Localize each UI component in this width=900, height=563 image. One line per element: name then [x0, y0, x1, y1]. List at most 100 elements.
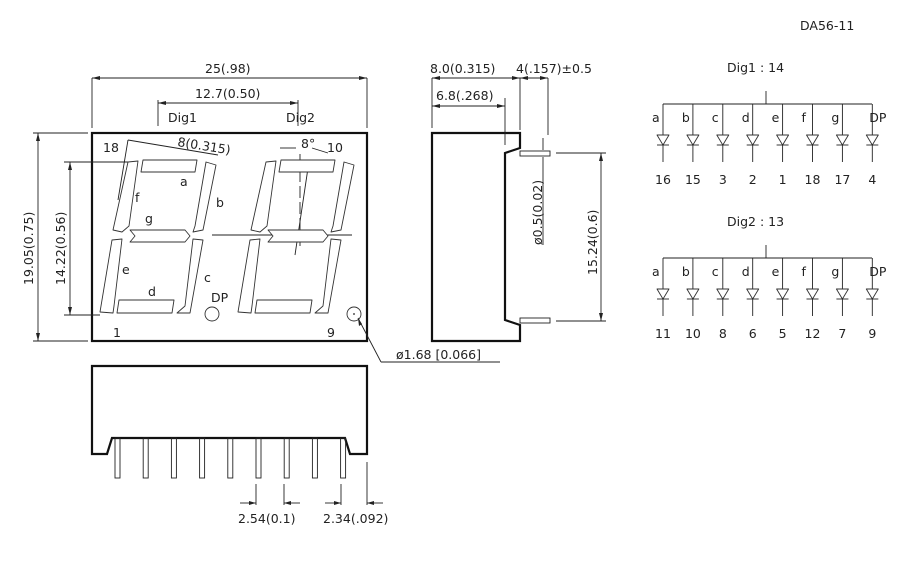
pin: [227, 437, 234, 479]
segment-label: b: [682, 264, 690, 279]
diode-branch-g: g7: [831, 258, 849, 341]
segment-label: d: [742, 110, 750, 125]
svg-text:f: f: [135, 190, 140, 205]
pin: [311, 437, 318, 479]
digit-1: [99, 159, 220, 322]
segment-d: [116, 299, 175, 314]
segment-label: d: [742, 264, 750, 279]
segment-e: [99, 238, 123, 314]
pin-number: 16: [655, 172, 671, 187]
segment-label: c: [712, 264, 719, 279]
display-body-front: [90, 131, 369, 343]
digit-2: [237, 159, 355, 314]
diode-branch-a: a 16: [652, 104, 671, 187]
diode-branch-e: e5: [772, 258, 790, 341]
svg-text:b: b: [216, 195, 224, 210]
segment-label: f: [802, 110, 807, 125]
body-depth-dimension: 6.8(.268): [432, 88, 506, 145]
svg-text:g: g: [145, 211, 153, 226]
depth-dimension: 8.0(0.315) 4(.157)±0.5: [430, 61, 592, 135]
diode-branch-e: e1: [772, 104, 790, 187]
svg-text:1: 1: [113, 325, 121, 340]
segment-label: b: [682, 110, 690, 125]
pin-pitch-dimension: 2.54(0.1): [238, 484, 300, 526]
diode-icon: [686, 288, 700, 300]
diode-icon: [776, 134, 790, 146]
pin: [170, 437, 177, 479]
decimal-point: [204, 306, 220, 322]
svg-text:DP: DP: [211, 290, 229, 305]
pin: [340, 437, 347, 479]
segment-c: [314, 238, 342, 314]
diode-branch-g: g17: [831, 104, 850, 187]
bottom-view: 2.54(0.1) 2.34(.092): [90, 364, 388, 526]
segment-g: [267, 229, 329, 243]
segment-d: [254, 299, 313, 314]
display-body-bottom: [90, 364, 369, 456]
diode-icon: [656, 134, 670, 146]
diode-icon: [716, 288, 730, 300]
segment-label: a: [652, 110, 660, 125]
segment-f: [250, 160, 277, 233]
svg-text:15.24(0.6): 15.24(0.6): [585, 210, 600, 275]
diode-branch-c: c8: [712, 258, 730, 341]
svg-text:d: d: [148, 284, 156, 299]
diode-icon: [835, 288, 849, 300]
svg-text:2.54(0.1): 2.54(0.1): [238, 511, 295, 526]
diode-icon: [746, 134, 760, 146]
segment-a: [278, 159, 336, 173]
svg-text:6.8(.268): 6.8(.268): [436, 88, 493, 103]
width-dimension: 25(.98): [91, 61, 368, 128]
segment-g: [129, 229, 191, 243]
segment-label: a: [652, 264, 660, 279]
svg-text:ø0.5(0.02): ø0.5(0.02): [530, 180, 545, 245]
diode-branch-dp: DP 4: [865, 104, 887, 187]
svg-text:8.0(0.315): 8.0(0.315): [430, 61, 495, 76]
pin-number: 15: [685, 172, 701, 187]
diode-branch-b: b 10: [682, 258, 701, 341]
pin-number: 5: [779, 326, 787, 341]
pin-number: 18: [805, 172, 821, 187]
side-pin-bottom: [519, 317, 551, 324]
edge-dimension: 2.34(.092): [323, 462, 388, 526]
svg-text:19.05(0.75): 19.05(0.75): [21, 212, 36, 285]
row-spacing-dimension: 15.24(0.6): [556, 152, 606, 322]
pin-number: 4: [868, 172, 876, 187]
height-dimension: 19.05(0.75): [21, 132, 88, 342]
pin: [283, 437, 290, 479]
svg-text:9: 9: [327, 325, 335, 340]
display-body-side: [430, 131, 522, 343]
pin-number: 17: [834, 172, 850, 187]
diode-branch-a: a 11: [652, 258, 671, 341]
diode-branch-f: f12: [802, 258, 820, 341]
segment-c: [176, 238, 204, 314]
segment-f: [112, 160, 139, 233]
segment-a: [140, 159, 198, 173]
segment-label: f: [802, 264, 807, 279]
diode-branch-d: d2: [742, 104, 760, 187]
pin-number: 11: [655, 326, 671, 341]
svg-text:Dig1: Dig1: [168, 110, 197, 125]
svg-text:2.34(.092): 2.34(.092): [323, 511, 388, 526]
pin-number: 8: [719, 326, 727, 341]
segment-label: DP: [869, 110, 887, 125]
svg-text:14.22(0.56): 14.22(0.56): [53, 212, 68, 285]
svg-text:e: e: [122, 262, 130, 277]
pin-number: 10: [685, 326, 701, 341]
segment-label: g: [831, 264, 839, 279]
segment-label: e: [772, 110, 780, 125]
diode-icon: [686, 134, 700, 146]
pin: [142, 437, 149, 479]
svg-text:10: 10: [327, 140, 343, 155]
svg-text:8°: 8°: [301, 136, 315, 151]
segment-label: DP: [869, 264, 887, 279]
svg-text:Dig2: Dig2: [286, 110, 315, 125]
svg-text:a: a: [180, 174, 188, 189]
diode-branch-dp: DP 9: [865, 258, 887, 341]
pin-number: 9: [868, 326, 876, 341]
segment-b: [192, 161, 217, 233]
